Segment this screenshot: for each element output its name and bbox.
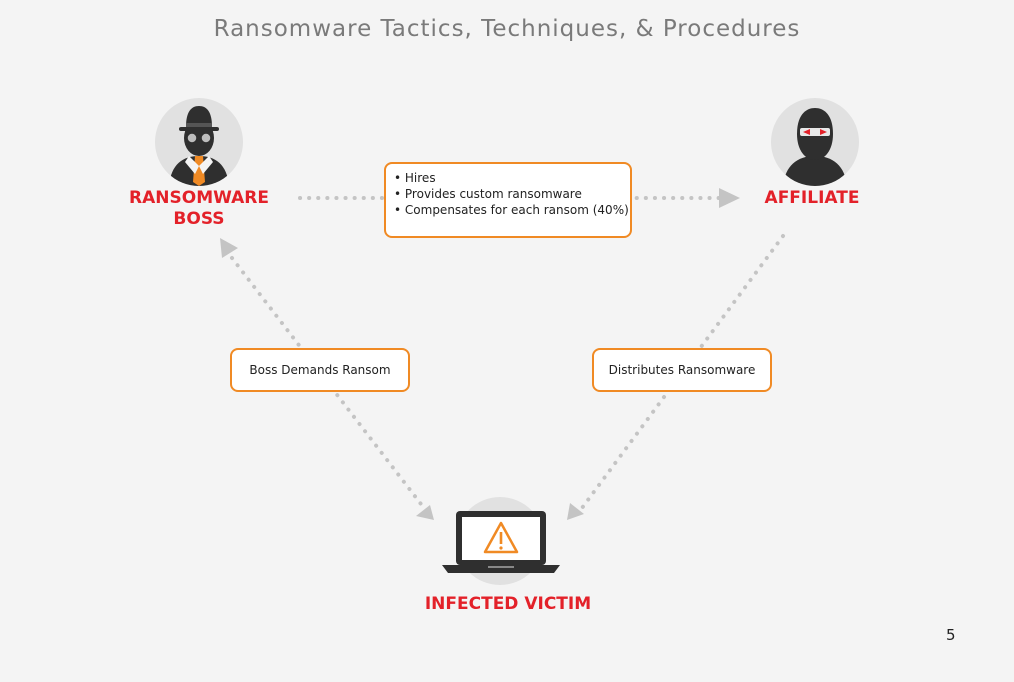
arrow-affiliate-to-victim-line — [580, 234, 785, 510]
masked-hacker-icon — [783, 108, 847, 186]
list-item: Hires — [394, 170, 622, 186]
victim-label: INFECTED VICTIM — [424, 594, 592, 614]
distributes-ransomware-label: Distributes Ransomware — [608, 363, 756, 377]
arrowhead-victim-right — [567, 503, 584, 520]
boss-label-line1: RANSOMWARE — [129, 188, 269, 208]
boss-demands-ransom-label: Boss Demands Ransom — [249, 363, 391, 377]
boss-avatar — [155, 98, 243, 186]
arrow-victim-to-boss-line — [230, 256, 426, 510]
affiliate-label: AFFILIATE — [764, 188, 860, 208]
boss-label-line2: BOSS — [173, 209, 225, 229]
hat-spy-icon — [169, 106, 229, 186]
list-item: Compensates for each ransom (40%) — [394, 202, 629, 218]
arrowhead-boss — [220, 238, 238, 258]
arrowhead-victim-left — [416, 505, 434, 520]
boss-label: RANSOMWARE BOSS — [110, 188, 288, 230]
callout-boss-affiliate: Hires Provides custom ransomware Compens… — [384, 162, 632, 238]
page-number: 5 — [946, 626, 956, 644]
callout-distributes-ransomware: Distributes Ransomware — [592, 348, 772, 392]
slide-title: Ransomware Tactics, Techniques, & Proced… — [213, 16, 801, 42]
laptop-warning-icon — [442, 511, 560, 573]
list-item: Provides custom ransomware — [394, 186, 622, 202]
boss-affiliate-list: Hires Provides custom ransomware Compens… — [386, 164, 630, 224]
callout-boss-demands-ransom: Boss Demands Ransom — [230, 348, 410, 392]
affiliate-avatar — [771, 98, 859, 186]
arrowhead-affiliate — [719, 188, 740, 208]
